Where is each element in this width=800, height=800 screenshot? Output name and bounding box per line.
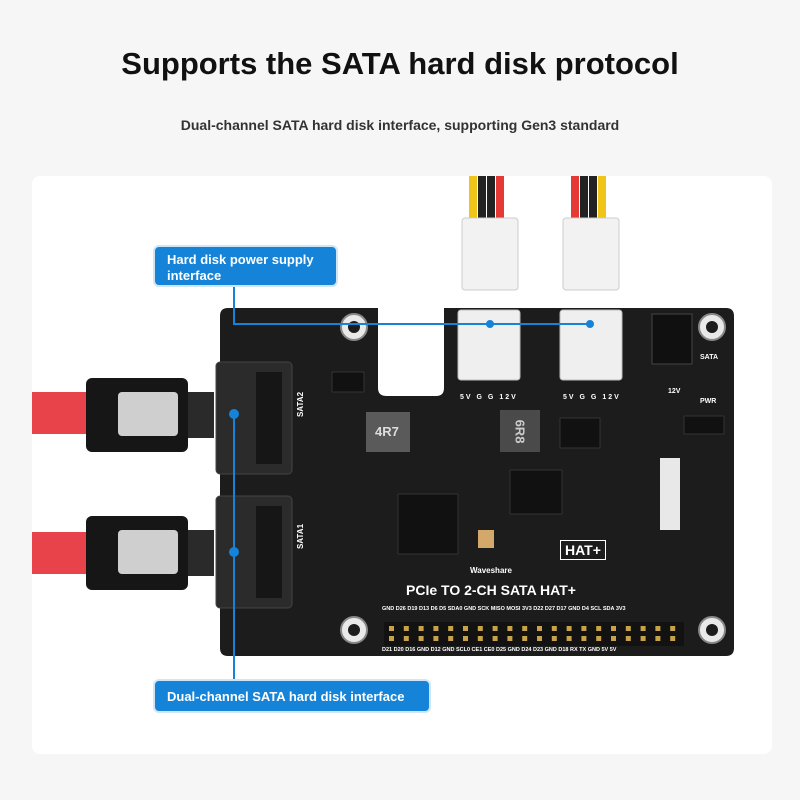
power-cable-right (562, 176, 620, 291)
sata-cable-2 (32, 378, 214, 452)
gpio-label-bottom: D21 D20 D16 GND D12 GND SCL0 CE1 CE0 D25… (382, 647, 617, 653)
pins-top-right: 5V G G 12V (563, 394, 621, 401)
gpio-pin (625, 636, 631, 641)
gpio-pin (655, 626, 661, 631)
page-subtitle: Dual-channel SATA hard disk interface, s… (180, 117, 620, 133)
gpio-pin (640, 636, 646, 641)
gpio-pin (522, 626, 528, 631)
gpio-pin (566, 626, 572, 631)
gpio-pin (477, 626, 483, 631)
gpio-pin (448, 636, 454, 641)
volt-label: 12V (668, 388, 681, 395)
gpio-pin (507, 626, 513, 631)
callout-leaders (229, 287, 594, 679)
gpio-pin (389, 626, 394, 631)
gpio-pin (611, 626, 616, 631)
gpio-pin (596, 626, 602, 631)
inductor-label-left: 4R7 (375, 424, 399, 439)
gpio-pin (566, 636, 572, 641)
gpio-pin (640, 626, 646, 631)
gpio-pin (537, 626, 542, 631)
gpio-header (384, 622, 684, 646)
gpio-pin (448, 626, 454, 631)
sata-interface-callout: Dual-channel SATA hard disk interface (153, 679, 431, 713)
power-connector-right (559, 309, 623, 381)
gpio-pin (507, 636, 513, 641)
gpio-pin (670, 626, 676, 631)
gpio-pin (625, 626, 631, 631)
gpio-pin (581, 636, 587, 641)
gpio-pin (433, 626, 439, 631)
gpio-pin (537, 636, 542, 641)
power-supply-callout: Hard disk power supply interface (153, 245, 338, 287)
power-connector-left (457, 309, 521, 381)
gpio-pin (433, 636, 439, 641)
board-name: PCIe TO 2-CH SATA HAT+ (406, 582, 576, 598)
board-brand: Waveshare (470, 566, 512, 575)
inductor-label-mid: 6R8 (512, 419, 528, 444)
gpio-pin (655, 636, 661, 641)
sata2-label: SATA2 (296, 391, 306, 418)
gpio-pin (389, 636, 394, 641)
gpio-pin (418, 636, 424, 641)
gpio-pin (581, 626, 587, 631)
gpio-pin (611, 636, 616, 641)
gpio-pin (551, 636, 557, 641)
gpio-pin (596, 636, 602, 641)
pcb-board (220, 308, 734, 656)
gpio-label-top: GND D26 D19 D13 D6 D5 SDA0 GND SCK MISO … (382, 606, 626, 612)
gpio-pin (492, 626, 498, 631)
power-cable-left (461, 176, 519, 291)
gpio-pin (463, 636, 468, 641)
gpio-pin (477, 636, 483, 641)
gpio-pin (403, 626, 409, 631)
gpio-pin (670, 636, 676, 641)
gpio-pin (522, 636, 528, 641)
gpio-pin (418, 626, 424, 631)
gpio-pin (551, 626, 557, 631)
gpio-pin (463, 626, 468, 631)
hat-badge: HAT+ (560, 540, 606, 560)
pins-top-left: 5V G G 12V (460, 394, 518, 401)
gpio-pin (403, 636, 409, 641)
sata-cable-1 (32, 516, 214, 590)
led-pwr-label: PWR (700, 398, 717, 405)
sata1-label: SATA1 (296, 523, 306, 550)
gpio-pin (492, 636, 498, 641)
page-title: Supports the SATA hard disk protocol (121, 46, 679, 81)
led-sata-label: SATA (700, 354, 719, 361)
